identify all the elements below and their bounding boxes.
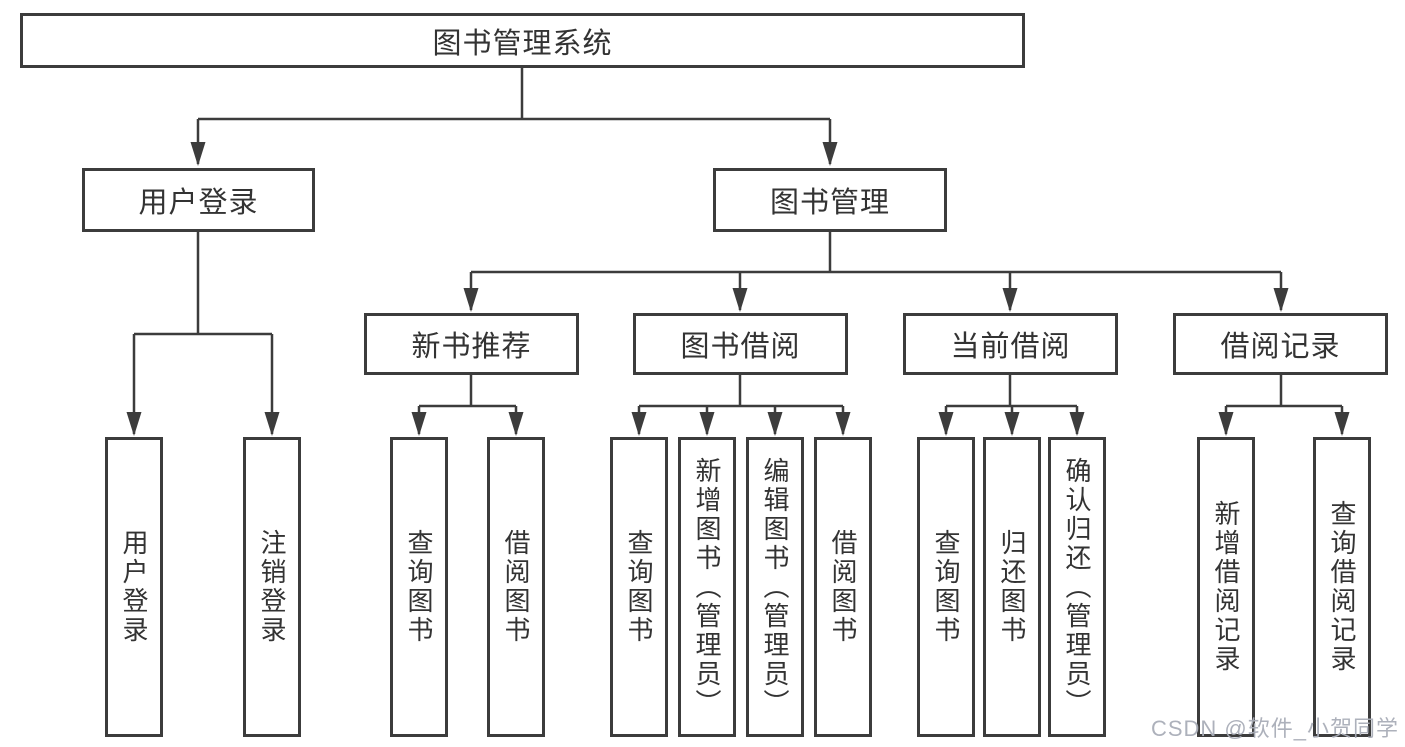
node-leaf-confirm-return-admin: 确认归还（管理员）	[1048, 437, 1106, 737]
node-label: 查询图书	[624, 529, 654, 645]
node-book-borrow: 图书借阅	[633, 313, 848, 375]
node-root-library-system: 图书管理系统	[20, 13, 1025, 68]
node-label: 查询图书	[931, 529, 961, 645]
node-leaf-edit-book-admin: 编辑图书（管理员）	[746, 437, 804, 737]
node-book-management: 图书管理	[713, 168, 947, 232]
node-label: 查询借阅记录	[1327, 500, 1357, 674]
node-label: 借阅图书	[501, 529, 531, 645]
node-leaf-add-borrow-record: 新增借阅记录	[1197, 437, 1255, 737]
node-label: 新增借阅记录	[1211, 500, 1241, 674]
node-label: 当前借阅	[950, 331, 1071, 363]
connector-book-borrow-children	[631, 375, 851, 436]
node-label: 注销登录	[257, 529, 287, 645]
node-leaf-borrow-books: 借阅图书	[814, 437, 872, 737]
node-borrow-record: 借阅记录	[1173, 313, 1388, 375]
node-label: 图书管理	[769, 187, 890, 219]
node-leaf-query-books: 查询图书	[917, 437, 975, 737]
node-user-login: 用户登录	[82, 168, 315, 232]
node-current-borrow: 当前借阅	[903, 313, 1118, 375]
node-label: 图书借阅	[680, 331, 801, 363]
node-label: 借阅图书	[828, 529, 858, 645]
connector-book-mgmt-children	[463, 232, 1289, 312]
node-label: 编辑图书（管理员）	[760, 456, 790, 718]
connector-new-book-children	[411, 375, 524, 436]
csdn-watermark: CSDN @软件_小贺同学	[1150, 716, 1399, 741]
node-label: 用户登录	[119, 529, 149, 645]
node-label: 归还图书	[997, 529, 1027, 645]
node-label: 确认归还（管理员）	[1062, 456, 1092, 718]
node-label: 用户登录	[138, 187, 259, 219]
node-label: 借阅记录	[1220, 331, 1341, 363]
node-label: 新增图书（管理员）	[692, 456, 722, 718]
node-leaf-user-login: 用户登录	[105, 437, 163, 737]
connector-root-to-level2	[190, 68, 838, 166]
node-leaf-query-books: 查询图书	[390, 437, 448, 737]
node-label: 新书推荐	[411, 331, 532, 363]
connector-user-login-children	[126, 232, 280, 436]
connector-record-children	[1218, 375, 1350, 436]
node-leaf-query-borrow-record: 查询借阅记录	[1313, 437, 1371, 737]
node-leaf-query-books: 查询图书	[610, 437, 668, 737]
node-leaf-logout: 注销登录	[243, 437, 301, 737]
node-leaf-add-book-admin: 新增图书（管理员）	[678, 437, 736, 737]
node-label: 图书管理系统	[432, 27, 613, 60]
node-leaf-borrow-books: 借阅图书	[487, 437, 545, 737]
node-new-book-recommend: 新书推荐	[364, 313, 579, 375]
connector-cur-borrow-children	[938, 375, 1085, 436]
node-label: 查询图书	[404, 529, 434, 645]
node-leaf-return-book: 归还图书	[983, 437, 1041, 737]
